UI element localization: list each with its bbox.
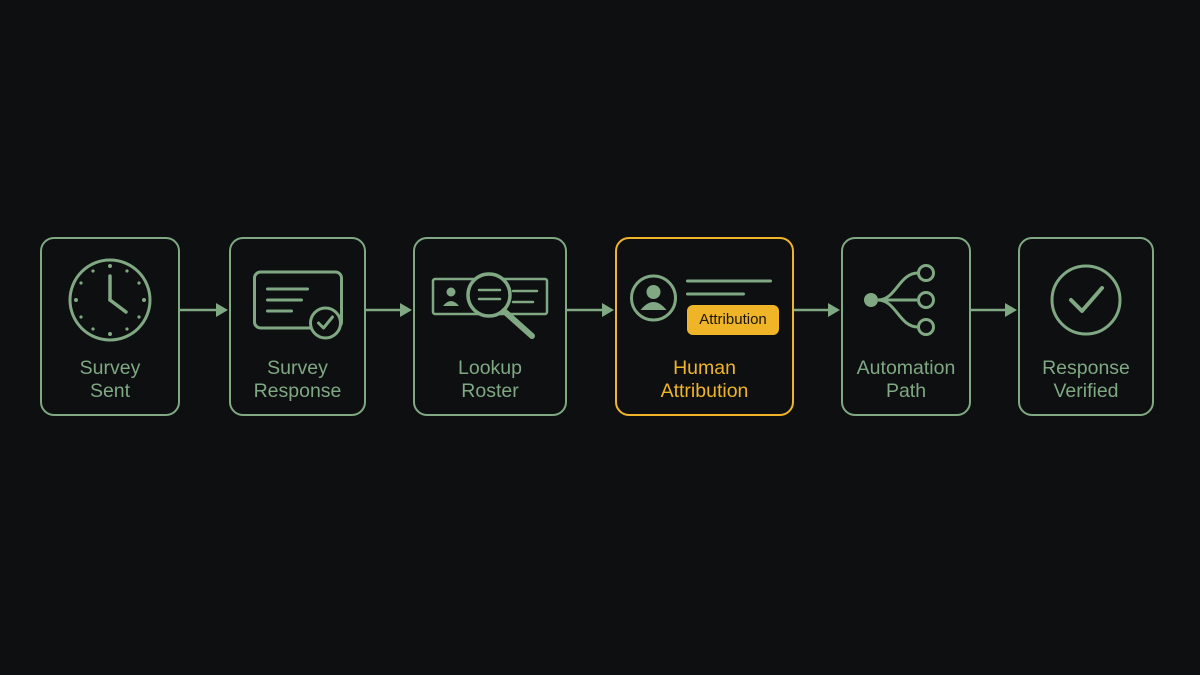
step-label: Automation Path	[843, 357, 969, 403]
arrow-connector	[567, 303, 614, 317]
step-label-line1: Survey	[267, 357, 328, 379]
step-label: Response Verified	[1020, 357, 1152, 403]
step-label: Human Attribution	[617, 357, 792, 403]
step-label-line2: Roster	[461, 380, 519, 402]
branching-nodes-icon	[843, 239, 969, 354]
step-label-line1: Automation	[856, 357, 956, 379]
user-profile-icon	[617, 239, 792, 354]
arrow-connector	[794, 303, 840, 317]
step-label: Lookup Roster	[415, 357, 565, 403]
attribution-badge: Attribution	[687, 305, 779, 335]
step-response-verified: Response Verified	[1018, 237, 1154, 416]
step-automation-path: Automation Path	[841, 237, 971, 416]
step-label-line1: Response	[1042, 357, 1130, 379]
arrow-connector	[971, 303, 1017, 317]
step-survey-sent: Survey Sent	[40, 237, 180, 416]
step-lookup-roster: Lookup Roster	[413, 237, 567, 416]
clock-icon	[42, 239, 178, 354]
step-label-line1: Human	[673, 357, 736, 379]
step-human-attribution: Attribution Human Attribution	[615, 237, 794, 416]
step-label-line2: Verified	[1053, 380, 1119, 402]
arrow-connector	[180, 303, 228, 317]
arrow-connector	[366, 303, 412, 317]
check-circle-icon	[1020, 239, 1152, 354]
step-label: Survey Response	[231, 357, 364, 403]
message-check-icon	[231, 239, 364, 354]
step-survey-response: Survey Response	[229, 237, 366, 416]
step-label-line2: Response	[253, 380, 342, 402]
step-label-line2: Path	[885, 380, 927, 402]
step-label-line2: Attribution	[660, 380, 749, 402]
magnifier-roster-icon	[415, 239, 565, 354]
step-label-line1: Lookup	[458, 357, 522, 379]
step-label-line1: Survey	[79, 357, 141, 379]
step-label-line2: Sent	[89, 380, 131, 402]
step-label: Survey Sent	[42, 357, 178, 403]
